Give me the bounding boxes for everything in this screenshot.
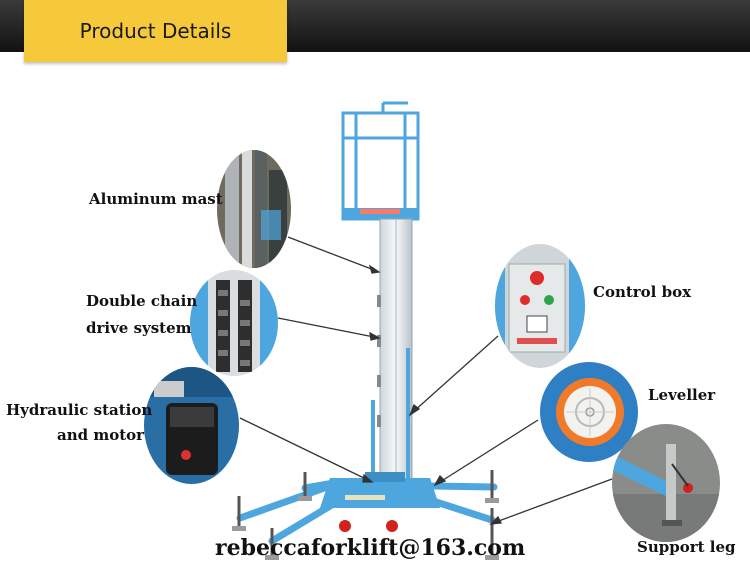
aluminum-mast-photo <box>217 150 291 268</box>
base-chassis <box>320 478 440 508</box>
label-drive-system: drive system <box>86 319 192 337</box>
label-hydraulic-station: Hydraulic station <box>6 401 153 419</box>
contact-email: rebeccaforklift@163.com <box>215 535 526 561</box>
support-leg-photo <box>612 424 720 542</box>
page-title: Product Details <box>79 19 232 43</box>
svg-text:···: ··· <box>265 540 275 551</box>
product-details-tab: Product Details <box>24 0 287 62</box>
hydraulic-motor-photo <box>144 367 239 484</box>
label-and-motor: and motor <box>57 426 145 444</box>
label-double-chain: Double chain <box>86 292 198 310</box>
chain-drive-photo <box>190 270 278 376</box>
leveller-photo <box>540 362 638 462</box>
label-aluminum-mast: Aluminum mast <box>89 190 223 208</box>
label-support-leg: Support leg <box>637 538 736 556</box>
label-control-box: Control box <box>593 283 692 301</box>
label-leveller: Leveller <box>648 386 716 404</box>
control-box-photo <box>495 244 585 368</box>
platform-cage <box>341 101 420 221</box>
